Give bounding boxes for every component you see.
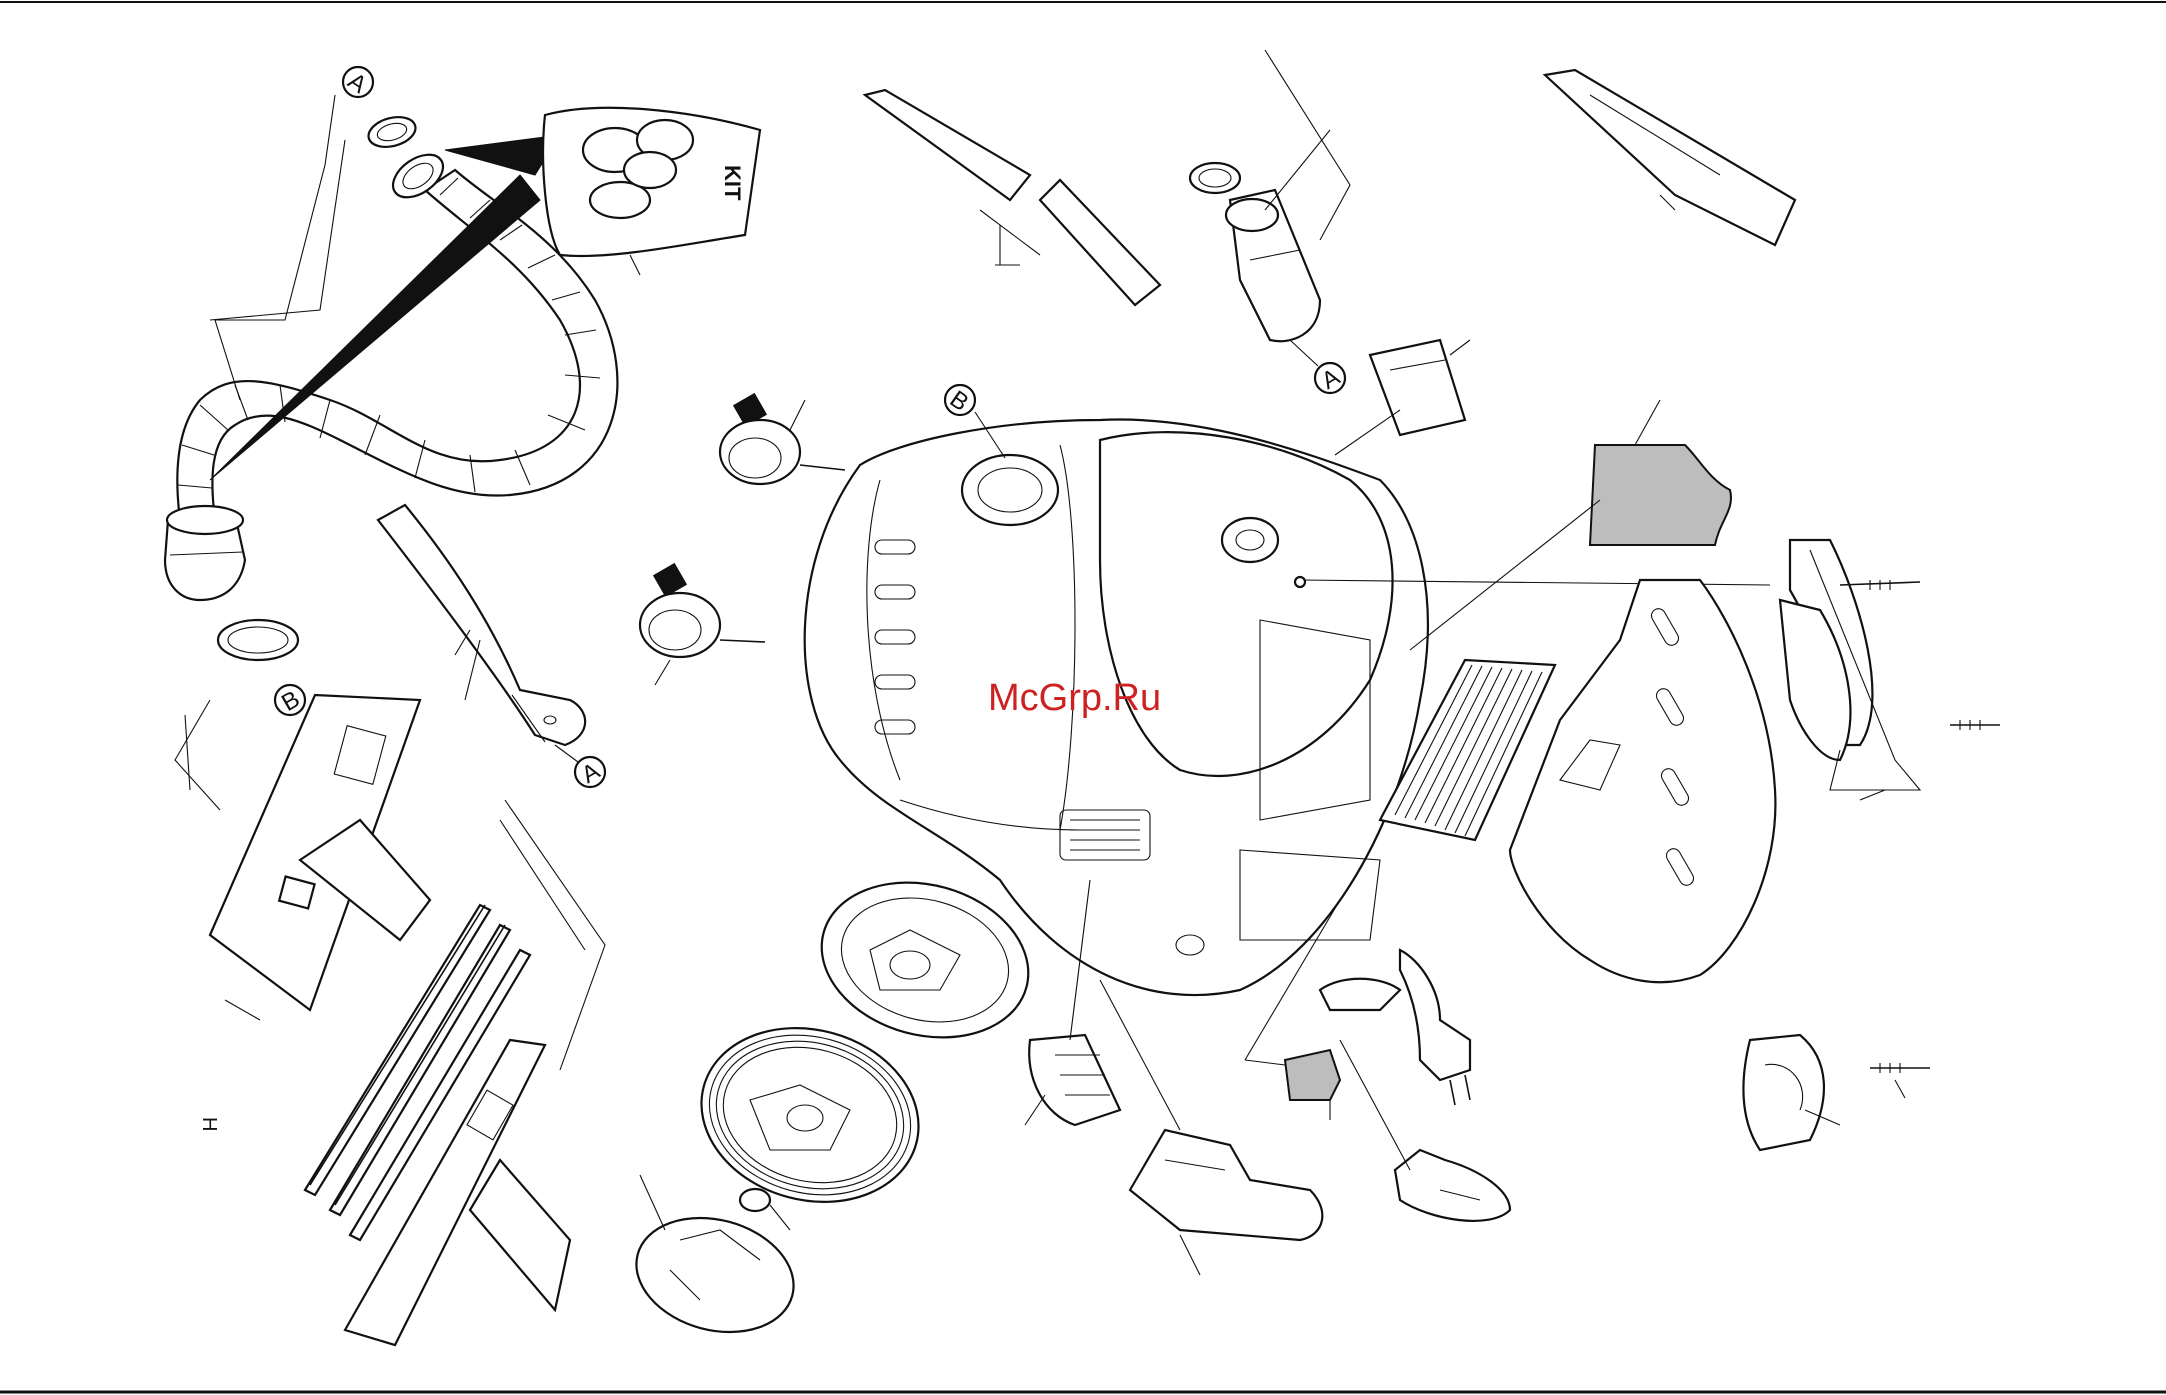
floor-nozzle [210, 695, 430, 1020]
side-clip-and-screws [1780, 540, 2000, 800]
rear-wheel-lower [682, 1004, 939, 1225]
caster-upper [720, 394, 845, 484]
wand-adapter: A [1190, 50, 1350, 395]
straight-extension-tube [865, 90, 1160, 305]
bottom-bracket [1743, 1035, 1930, 1150]
crevice-nozzle [1545, 70, 1795, 245]
bent-wand: A [378, 505, 605, 789]
gray-filter-sheet [1590, 445, 1731, 545]
hose-kit-assembly: KIT [210, 108, 760, 480]
watermark: McGrp.Ru [988, 677, 1161, 719]
filter-clip-top [1335, 340, 1470, 455]
ring-b [218, 620, 298, 660]
rear-cover-shell [1510, 580, 1775, 982]
hose-inlet-port [962, 455, 1058, 525]
bottom-tray [1100, 980, 1322, 1275]
caster-lower [640, 564, 765, 685]
callout-a-top-left: A [343, 67, 373, 99]
ring-a-top [365, 112, 419, 151]
side-marker-label: H [198, 1117, 220, 1131]
wheel-cap [623, 1175, 806, 1349]
rear-cover [1510, 580, 1775, 982]
kit-label: KIT [720, 165, 745, 201]
callout-b-left: B [275, 685, 305, 717]
power-plug [1400, 950, 1470, 1105]
